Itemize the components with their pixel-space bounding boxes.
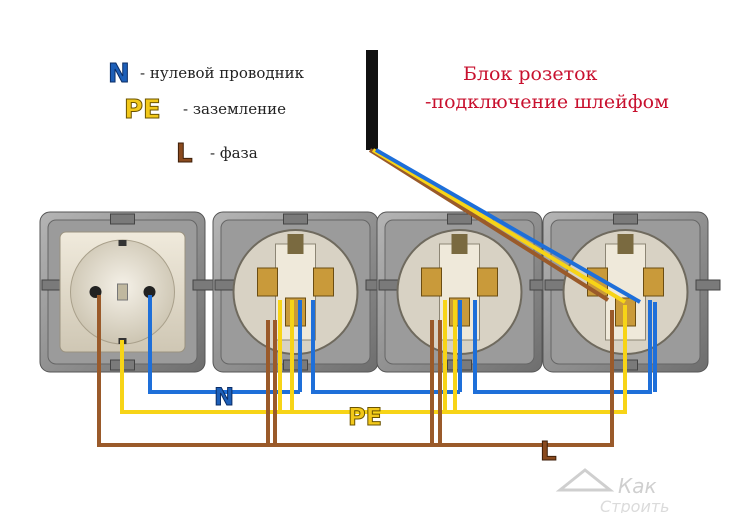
legend-l-text: - фаза: [210, 144, 258, 162]
earth-loop: [120, 300, 627, 414]
supply-cable: [366, 50, 641, 304]
phase-loop: [97, 295, 614, 447]
legend-l-letter: L: [176, 139, 193, 169]
terminal-screw: [313, 267, 334, 297]
watermark-line-1: Как: [618, 474, 657, 498]
house-icon: [555, 468, 615, 492]
legend-pe-letter: PE: [124, 95, 161, 125]
socket-pin-hole: [143, 286, 156, 298]
legend: N - нулевой проводник PE - заземление L …: [108, 59, 305, 170]
neutral-risers: [298, 300, 657, 392]
terminal-screw: [257, 267, 278, 297]
neutral-loop: [148, 295, 652, 394]
socket-frames: [39, 211, 721, 373]
socket-contact: [451, 234, 468, 254]
mounting-tab: [110, 213, 135, 225]
socket-1: [39, 211, 218, 373]
wire-labels: N PE L: [214, 383, 558, 468]
supply-earth-wire: [371, 148, 627, 304]
wire-label-pe: PE: [348, 403, 382, 431]
socket-contact: [617, 234, 634, 254]
supply-phase-wire: [368, 148, 610, 302]
mounting-tab: [283, 213, 308, 225]
socket-contact: [287, 234, 304, 254]
mounting-tab: [447, 213, 472, 225]
title-line-1: Блок розеток: [463, 63, 598, 85]
socket-earth-contact: [117, 283, 128, 301]
socket-3: [376, 211, 555, 373]
legend-n-letter: N: [108, 59, 130, 89]
title: Блок розеток -подключение шлейфом: [425, 63, 669, 113]
socket-earth-clip: [118, 240, 127, 246]
terminal-screw: [285, 297, 306, 327]
phase-risers: [266, 320, 434, 445]
mounting-tab: [695, 279, 721, 291]
mounting-tab: [613, 213, 638, 225]
terminal-screw: [421, 267, 442, 297]
wire-label-l: L: [540, 437, 557, 467]
earth-risers: [290, 300, 457, 412]
socket-4: [542, 211, 721, 373]
mounting-tab: [283, 359, 308, 371]
terminal-screw: [477, 267, 498, 297]
legend-n-text: - нулевой проводник: [140, 64, 305, 82]
watermark: Как Строить: [555, 468, 670, 513]
terminal-screw: [643, 267, 664, 297]
cable-sheath: [366, 50, 378, 150]
legend-pe-text: - заземление: [183, 100, 286, 118]
supply-neutral-wire: [375, 148, 641, 304]
wire-label-n: N: [214, 383, 234, 411]
loop-wires: [97, 295, 657, 447]
watermark-line-2: Строить: [600, 497, 670, 513]
title-line-2: -подключение шлейфом: [425, 91, 669, 113]
